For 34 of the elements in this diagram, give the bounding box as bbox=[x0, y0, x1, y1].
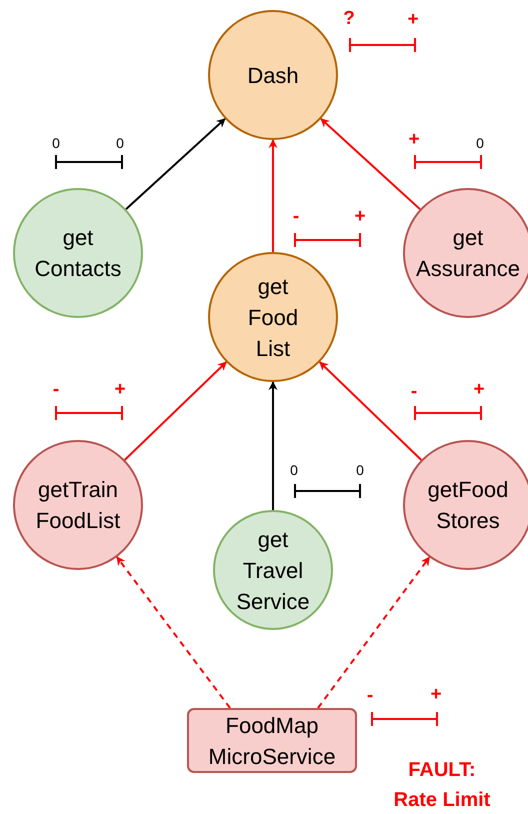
range-sign: + bbox=[114, 379, 126, 401]
range-sign: + bbox=[408, 129, 420, 151]
arrow bbox=[116, 556, 231, 709]
range-sign: 0 bbox=[116, 135, 124, 151]
node-label: getTrain FoodList bbox=[34, 476, 122, 535]
range-sign: + bbox=[407, 9, 419, 31]
arrow bbox=[125, 118, 226, 210]
node-label: get Contacts bbox=[34, 224, 122, 283]
arrow bbox=[124, 361, 227, 461]
node-label: get Travel Service bbox=[235, 526, 311, 616]
arrow bbox=[268, 139, 278, 252]
range-sign: - bbox=[366, 685, 374, 707]
range-sign: 0 bbox=[52, 135, 60, 151]
range-sign: 0 bbox=[356, 462, 364, 478]
node-label: get Food List bbox=[246, 272, 300, 362]
range-sign: ? bbox=[343, 8, 355, 30]
fault-note: FAULT: Rate Limit bbox=[392, 758, 492, 813]
node-label: FoodMap MicroService bbox=[207, 712, 337, 770]
range-sign: + bbox=[354, 206, 366, 228]
arrow bbox=[317, 556, 430, 709]
node-label: getFood Stores bbox=[426, 476, 510, 535]
range-sign: - bbox=[292, 206, 300, 228]
range-sign: + bbox=[473, 379, 485, 401]
range-sign: + bbox=[430, 684, 442, 706]
node-label: get Assurance bbox=[415, 224, 521, 283]
node-label: Dash bbox=[247, 62, 299, 90]
range-sign: 0 bbox=[290, 462, 298, 478]
range-sign: 0 bbox=[476, 135, 484, 151]
arrow bbox=[319, 361, 422, 461]
range-sign: - bbox=[410, 381, 418, 403]
range-sign: - bbox=[52, 379, 60, 401]
arrow bbox=[320, 118, 421, 210]
service-box bbox=[187, 708, 357, 773]
arrow bbox=[268, 381, 278, 510]
